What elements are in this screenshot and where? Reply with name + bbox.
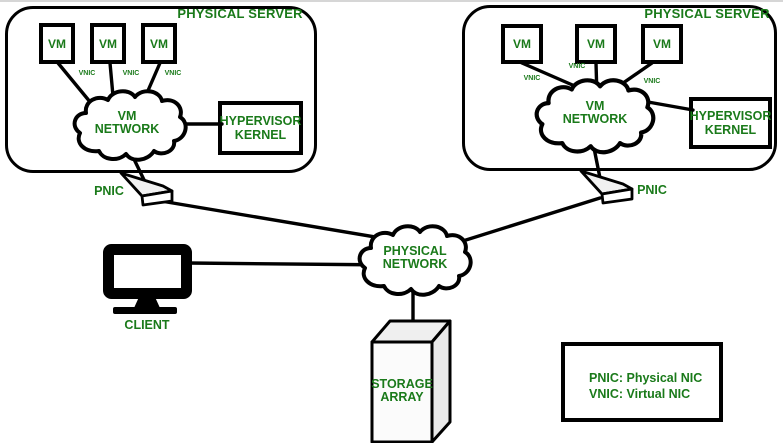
legend-box: PNIC: Physical NIC VNIC: Virtual NIC: [561, 342, 723, 422]
hypervisor-kernel-box: HYPERVISOR KERNEL: [689, 97, 772, 149]
client-label: CLIENT: [124, 318, 170, 332]
storage-array-label: STORAGE ARRAY: [371, 377, 433, 404]
link-pnic-right-physical-network: [448, 196, 602, 247]
hypervisor-kernel-label: HYPERVISOR KERNEL: [689, 109, 772, 137]
pnic-label-right: PNIC: [637, 183, 667, 197]
legend-line-pnic: PNIC: Physical NIC: [589, 371, 703, 385]
vnic-label: VNIC: [122, 70, 140, 77]
vnic-label: VNIC: [523, 75, 541, 82]
vm-box: VM: [141, 23, 177, 64]
vm-box: VM: [641, 24, 683, 64]
vm-label: VM: [513, 37, 531, 51]
vm-label: VM: [587, 37, 605, 51]
vm-network-label-right: VM NETWORK: [562, 99, 628, 126]
hypervisor-kernel-label: HYPERVISOR KERNEL: [219, 114, 302, 142]
monitor-base: [113, 307, 177, 314]
vm-label: VM: [653, 37, 671, 51]
vnic-label: VNIC: [164, 70, 182, 77]
vnic-label: VNIC: [568, 63, 586, 70]
vm-label: VM: [99, 36, 117, 51]
hypervisor-kernel-box: HYPERVISOR KERNEL: [218, 101, 303, 155]
vm-box: VM: [39, 23, 75, 64]
server-title-left: PHYSICAL SERVER: [177, 6, 303, 21]
client-monitor-icon: [103, 244, 192, 314]
server-title-right: PHYSICAL SERVER: [644, 6, 770, 21]
vm-box: VM: [501, 24, 543, 64]
vm-label: VM: [48, 36, 66, 51]
pnic-icon-right: [579, 169, 634, 205]
storage-array-top-face: [370, 319, 452, 344]
monitor-stand: [134, 297, 160, 308]
vm-box: VM: [90, 23, 126, 64]
vm-box: VM: [575, 24, 617, 64]
monitor-screen: [103, 244, 192, 299]
link-client-physical-network: [186, 261, 397, 267]
vm-label: VM: [150, 36, 168, 51]
vm-network-label-left: VM NETWORK: [94, 109, 160, 136]
legend-text: PNIC: Physical NIC VNIC: Virtual NIC: [565, 346, 702, 402]
vnic-label: VNIC: [78, 70, 96, 77]
pnic-label-left: PNIC: [94, 184, 124, 198]
vnic-label: VNIC: [643, 78, 661, 85]
physical-network-label: PHYSICAL NETWORK: [382, 244, 448, 271]
link-pnic-left-physical-network: [153, 198, 407, 244]
pnic-icon-left: [119, 171, 174, 207]
legend-line-vnic: VNIC: Virtual NIC: [589, 386, 691, 401]
